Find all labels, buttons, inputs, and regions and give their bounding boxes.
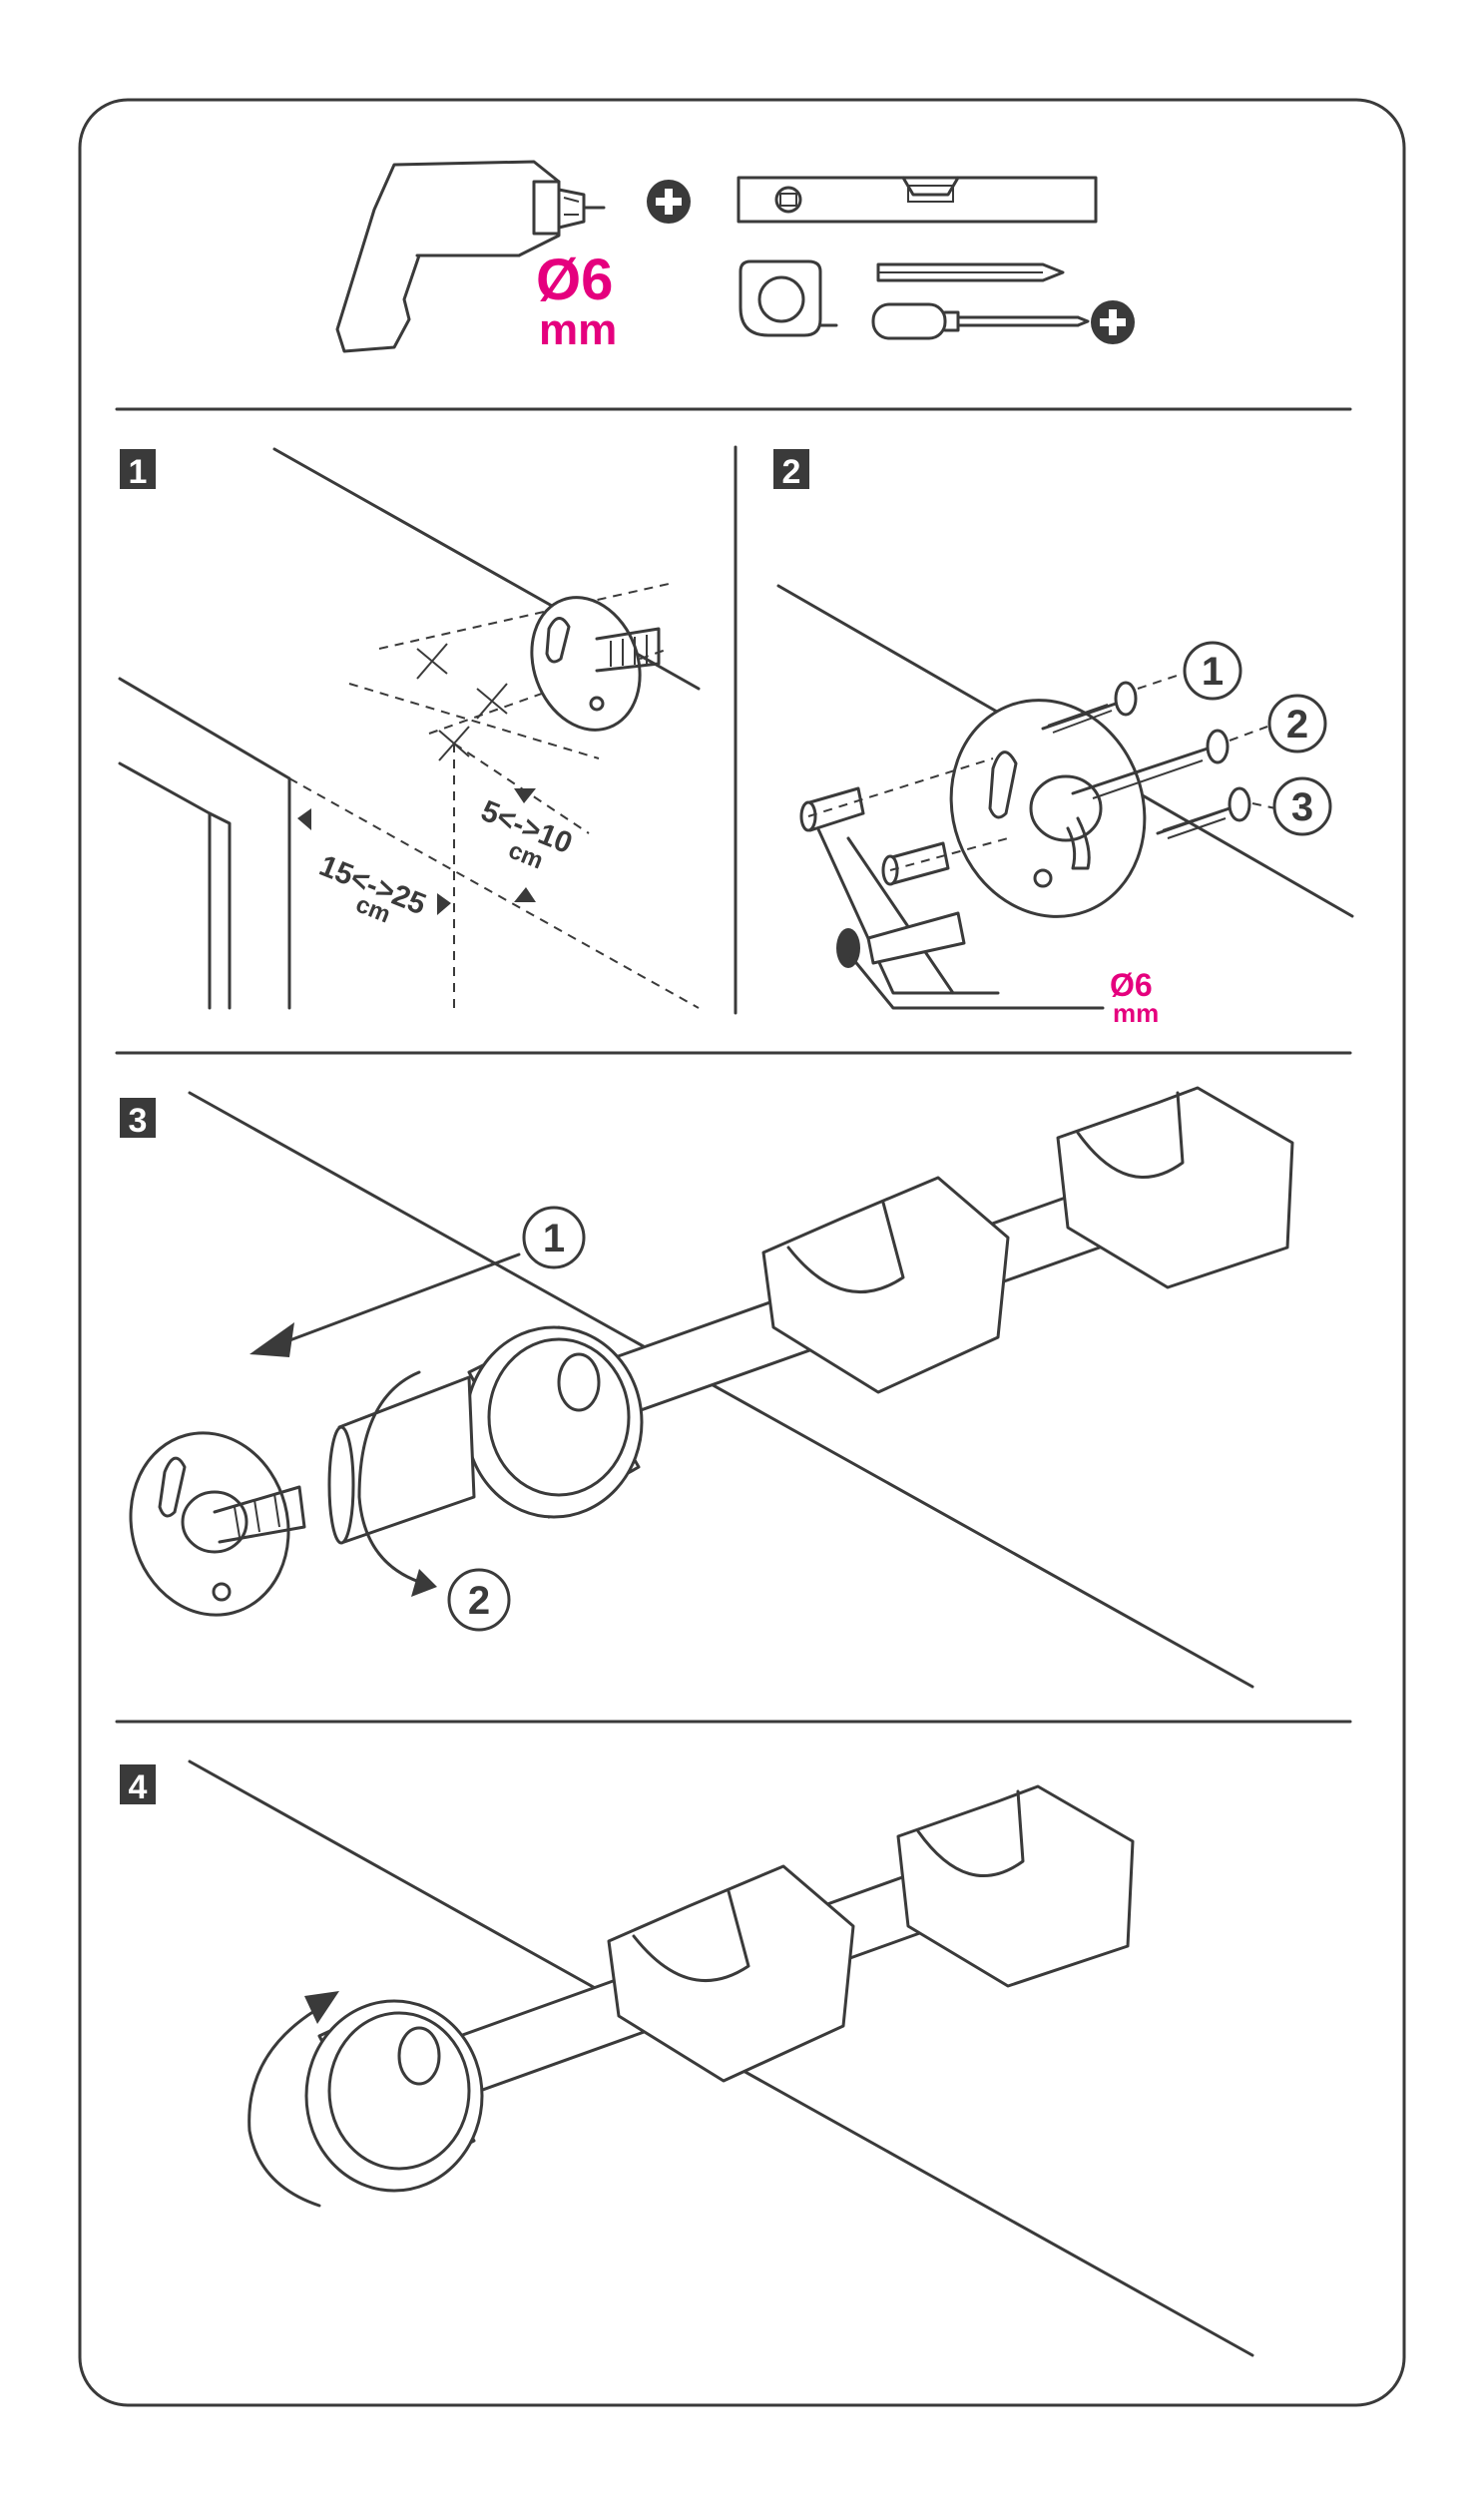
sheet-frame	[78, 98, 1406, 2407]
step-3-panel: 3	[120, 1086, 1294, 1689]
rod-holder	[761, 1176, 1010, 1394]
screwdriver-icon	[871, 302, 1090, 340]
wall-plug	[881, 841, 950, 886]
step-4-badge	[120, 1764, 156, 1804]
rod-holder	[607, 1864, 855, 2083]
phillips-bit-icon	[1091, 300, 1135, 344]
step-2-callout-1: 1	[1202, 650, 1224, 694]
step-3-callout-1: 1	[543, 1217, 565, 1260]
step-4-panel: 4	[120, 1759, 1254, 2357]
step-1-panel: 1 15<->25 cm 5<->10 cm	[118, 447, 701, 1010]
step-2-callout-3: 3	[1291, 785, 1313, 829]
wall-bracket	[949, 699, 1147, 918]
step-2-number: 2	[782, 453, 801, 491]
step-1-badge	[120, 449, 156, 489]
step-3-callout-2: 2	[468, 1579, 490, 1623]
drill-bit-unit: mm	[539, 305, 617, 354]
phillips-bit-icon	[647, 180, 691, 224]
screw-2	[1071, 729, 1230, 799]
step-1-number: 1	[129, 453, 148, 491]
step-2-panel: 2	[773, 449, 1354, 1028]
step-2-badge	[773, 449, 809, 489]
finial	[464, 1325, 644, 1519]
step-2-bit-size: Ø6	[1110, 967, 1153, 1003]
step-3-badge	[120, 1098, 156, 1138]
screw-1	[1041, 681, 1138, 734]
step-4-number: 4	[129, 1768, 148, 1806]
drill-bit-size: Ø6	[536, 248, 613, 312]
tools-panel: Ø6 mm	[335, 160, 1135, 354]
pencil-icon	[876, 262, 1065, 282]
step-3-number: 3	[129, 1102, 148, 1140]
wall-bracket	[530, 596, 661, 732]
spirit-level-icon	[737, 176, 1098, 224]
rod-holder	[1056, 1086, 1294, 1289]
step-2-bit-unit: mm	[1113, 998, 1159, 1028]
rod-holder	[896, 1784, 1135, 1988]
step-2-callout-2: 2	[1286, 703, 1308, 747]
drill-icon	[335, 160, 606, 353]
screw-3	[1156, 786, 1251, 839]
tape-measure-icon	[739, 259, 838, 337]
finial	[304, 1999, 484, 2193]
wall-plug	[799, 786, 865, 832]
wall-bracket	[129, 1431, 306, 1617]
